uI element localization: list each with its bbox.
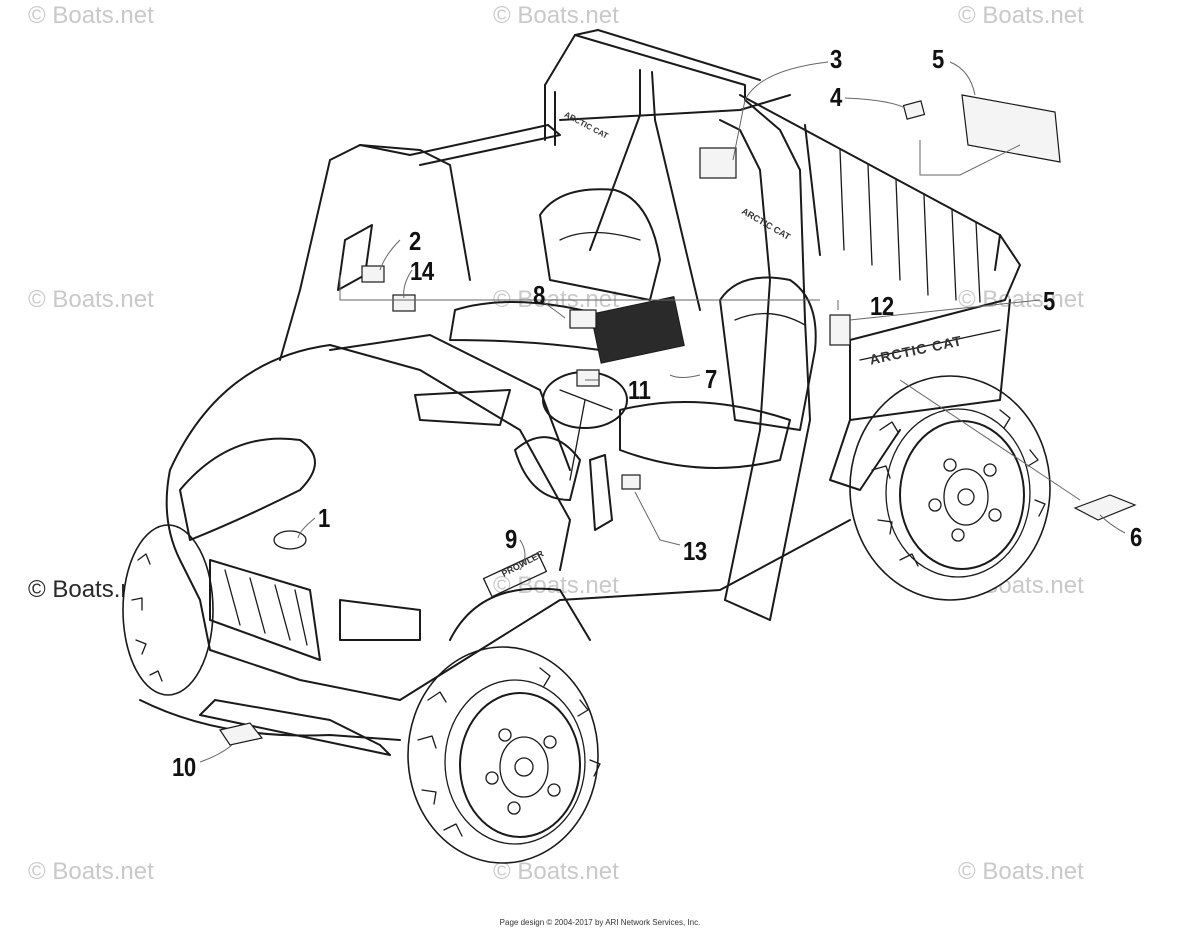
decal-4 xyxy=(902,100,926,120)
watermark: © Boats.net xyxy=(493,572,619,599)
callout-7[interactable]: 7 xyxy=(705,364,717,394)
decal-6 xyxy=(1073,494,1137,521)
decal-12 xyxy=(829,314,851,346)
rear-wheel xyxy=(849,375,1051,601)
decal-3 xyxy=(699,147,737,179)
roll-cage xyxy=(279,29,811,621)
watermark: © Boats.net xyxy=(28,286,154,313)
watermark: © Boats.net xyxy=(28,858,154,885)
callout-2[interactable]: 2 xyxy=(409,226,421,256)
watermark: © Boats.net xyxy=(958,2,1084,29)
callout-1[interactable]: 1 xyxy=(318,503,330,533)
callout-8[interactable]: 8 xyxy=(533,280,545,310)
leader-lines xyxy=(199,61,1126,763)
front-left-wheel xyxy=(122,524,214,696)
callout-12[interactable]: 12 xyxy=(870,291,894,321)
decal-5-large xyxy=(961,94,1061,163)
copyright-footer: Page design © 2004-2017 by ARI Network S… xyxy=(499,918,701,927)
callout-6[interactable]: 6 xyxy=(1130,522,1142,552)
dashboard xyxy=(329,296,685,531)
cargo-bed xyxy=(739,94,1021,491)
watermark: © Boats.net xyxy=(493,2,619,29)
front-right-wheel xyxy=(407,646,601,864)
body-hood xyxy=(139,344,851,756)
callout-5-side[interactable]: 5 xyxy=(1043,286,1055,316)
decal-2 xyxy=(361,265,385,283)
callout-9[interactable]: 9 xyxy=(505,524,517,554)
callout-3[interactable]: 3 xyxy=(830,44,842,74)
callout-14[interactable]: 14 xyxy=(410,256,434,286)
callout-10[interactable]: 10 xyxy=(172,752,196,782)
callout-13[interactable]: 13 xyxy=(683,536,707,566)
decal-13 xyxy=(621,474,641,490)
decal-10 xyxy=(219,722,264,746)
decal-11 xyxy=(576,369,600,387)
callout-5-top[interactable]: 5 xyxy=(932,44,944,74)
callout-11[interactable]: 11 xyxy=(628,375,651,405)
watermark: © Boats.net xyxy=(28,2,154,29)
callout-4[interactable]: 4 xyxy=(830,82,842,112)
decal-8 xyxy=(569,309,597,329)
watermark: © Boats.net xyxy=(958,858,1084,885)
